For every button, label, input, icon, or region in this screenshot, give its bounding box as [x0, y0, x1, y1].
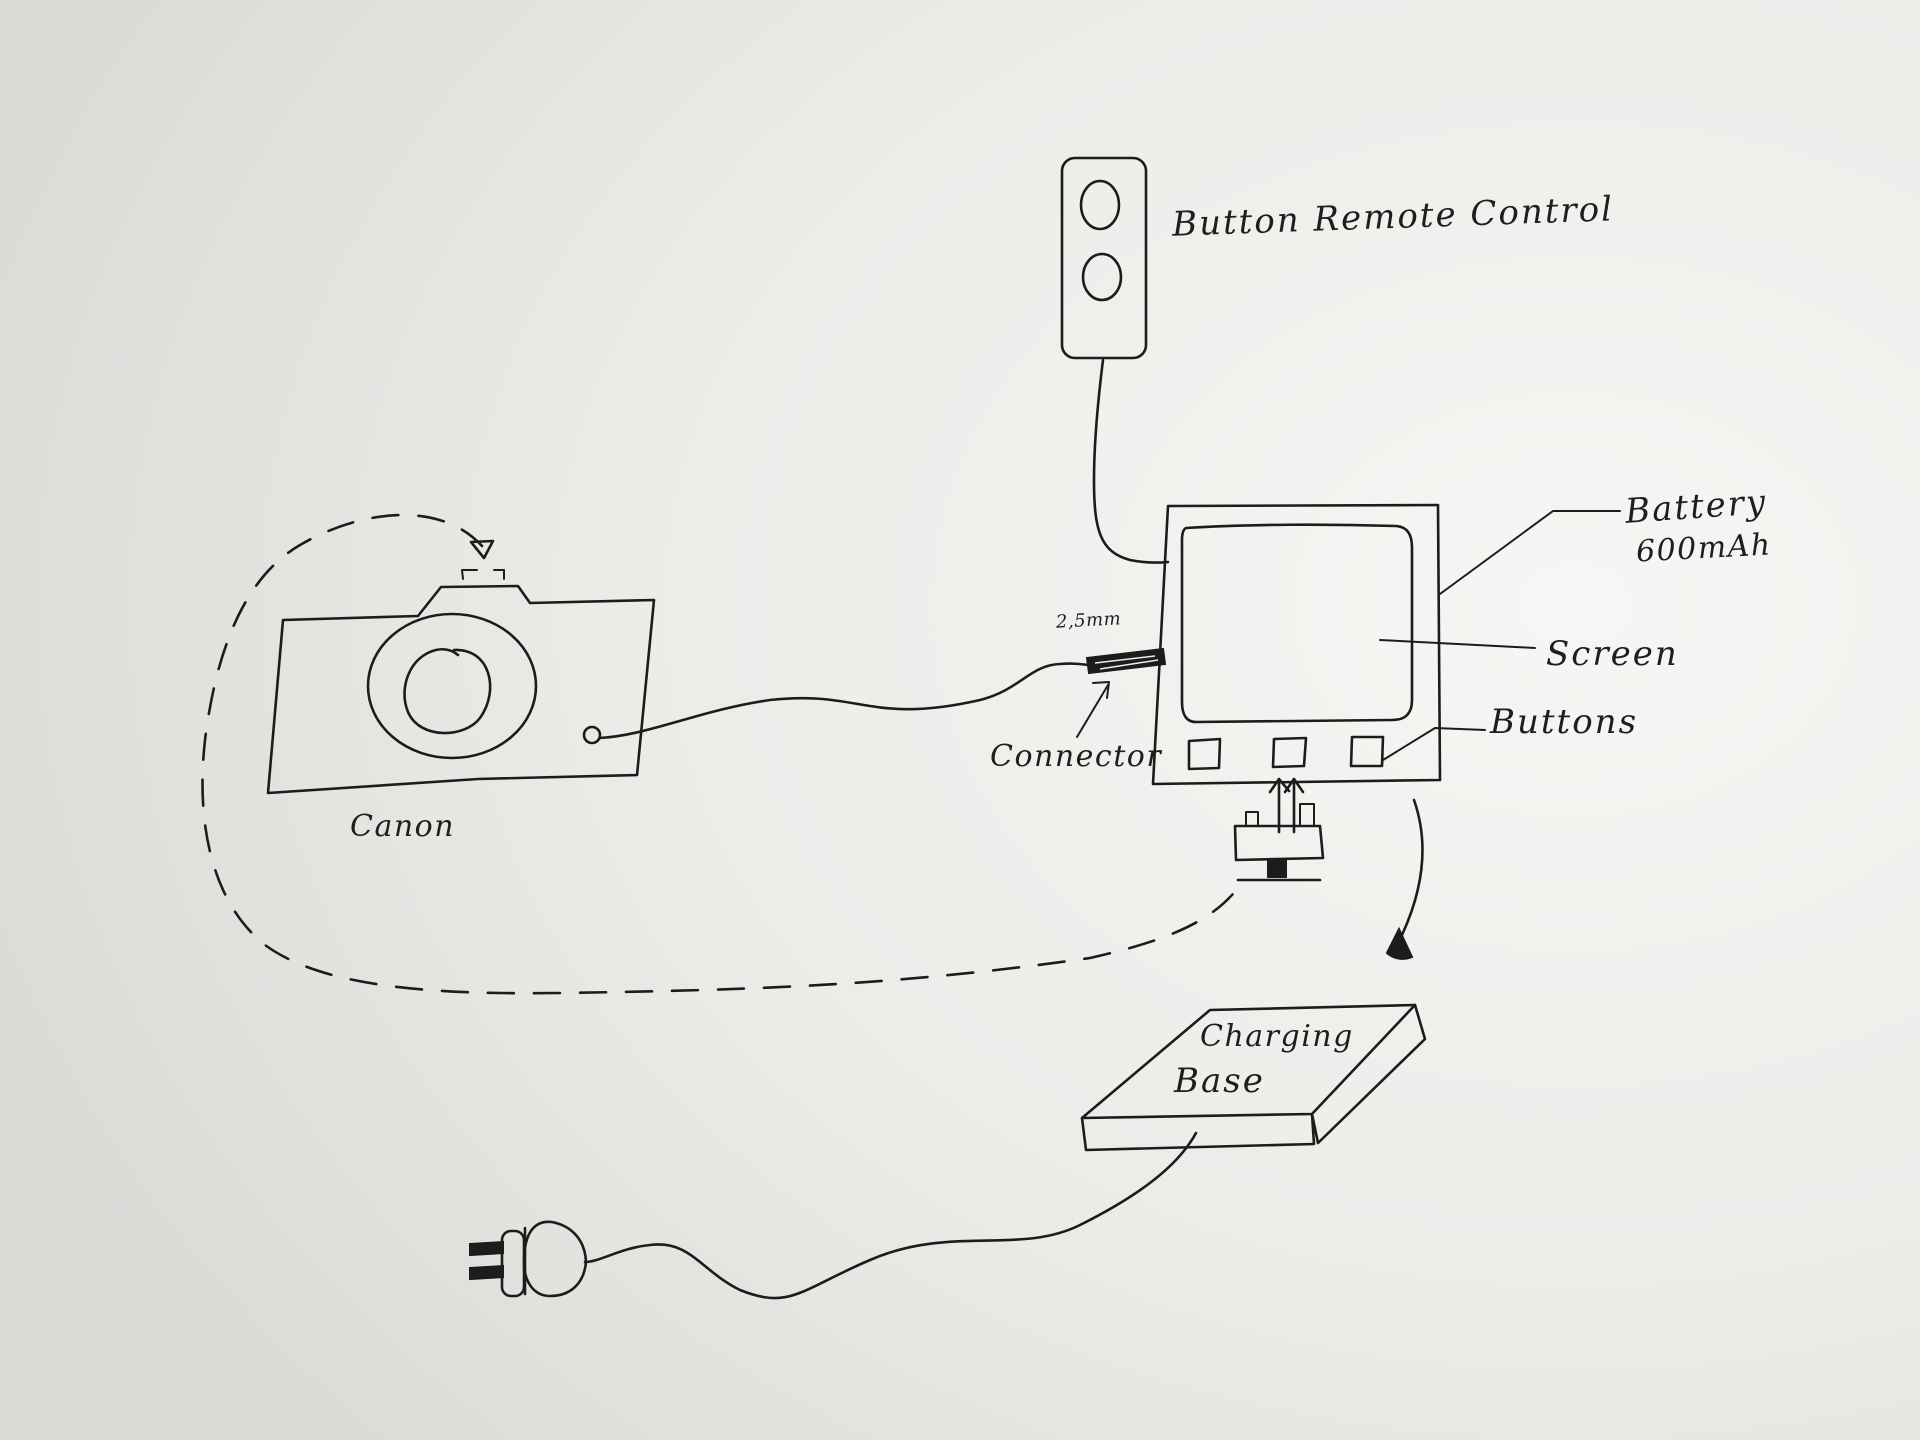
camera-shutter-bracket	[461, 569, 505, 580]
screen-leader	[1379, 639, 1536, 649]
wireless-arrow-head	[469, 539, 495, 560]
base-label: Base	[1174, 1061, 1265, 1101]
camera-icon	[266, 569, 656, 795]
device-button-1	[1187, 737, 1222, 771]
device-to-base-arrow	[1400, 798, 1424, 937]
battery-leader	[1439, 510, 1621, 595]
device-screen	[1180, 523, 1414, 724]
connector-label: Connector	[990, 739, 1163, 774]
connector-pointer	[1076, 684, 1109, 738]
screen-label: Screen	[1546, 634, 1679, 674]
device-to-base-arrow-head	[1385, 926, 1414, 960]
power-plug-icon	[469, 1220, 588, 1298]
connector-pointer-head	[1092, 681, 1110, 699]
device-button-2	[1271, 736, 1308, 769]
charging-label: Charging	[1200, 1019, 1354, 1054]
camera-label: Canon	[350, 809, 456, 844]
battery-label: Battery	[1623, 482, 1769, 532]
jack-size-label: 2,5mm	[1055, 608, 1122, 633]
connector-icon	[1085, 647, 1167, 675]
device-button-3	[1349, 735, 1385, 768]
power-cable	[583, 1131, 1198, 1300]
battery-capacity-label: 600mAh	[1635, 527, 1773, 570]
wireless-range-loop	[201, 513, 1242, 995]
remote-cable	[1092, 358, 1170, 564]
stand-icon	[1233, 777, 1325, 882]
charging-base-icon	[1080, 1003, 1427, 1152]
remote-button-bottom	[1081, 252, 1123, 302]
camera-lens-ring	[366, 612, 538, 760]
remote-control-icon	[1060, 156, 1148, 360]
remote-button-top	[1079, 179, 1121, 231]
buttons-label: Buttons	[1490, 702, 1639, 742]
camera-port	[582, 725, 602, 745]
buttons-leader	[1382, 727, 1486, 761]
camera-cable	[598, 662, 1090, 740]
camera-lens	[403, 647, 492, 735]
